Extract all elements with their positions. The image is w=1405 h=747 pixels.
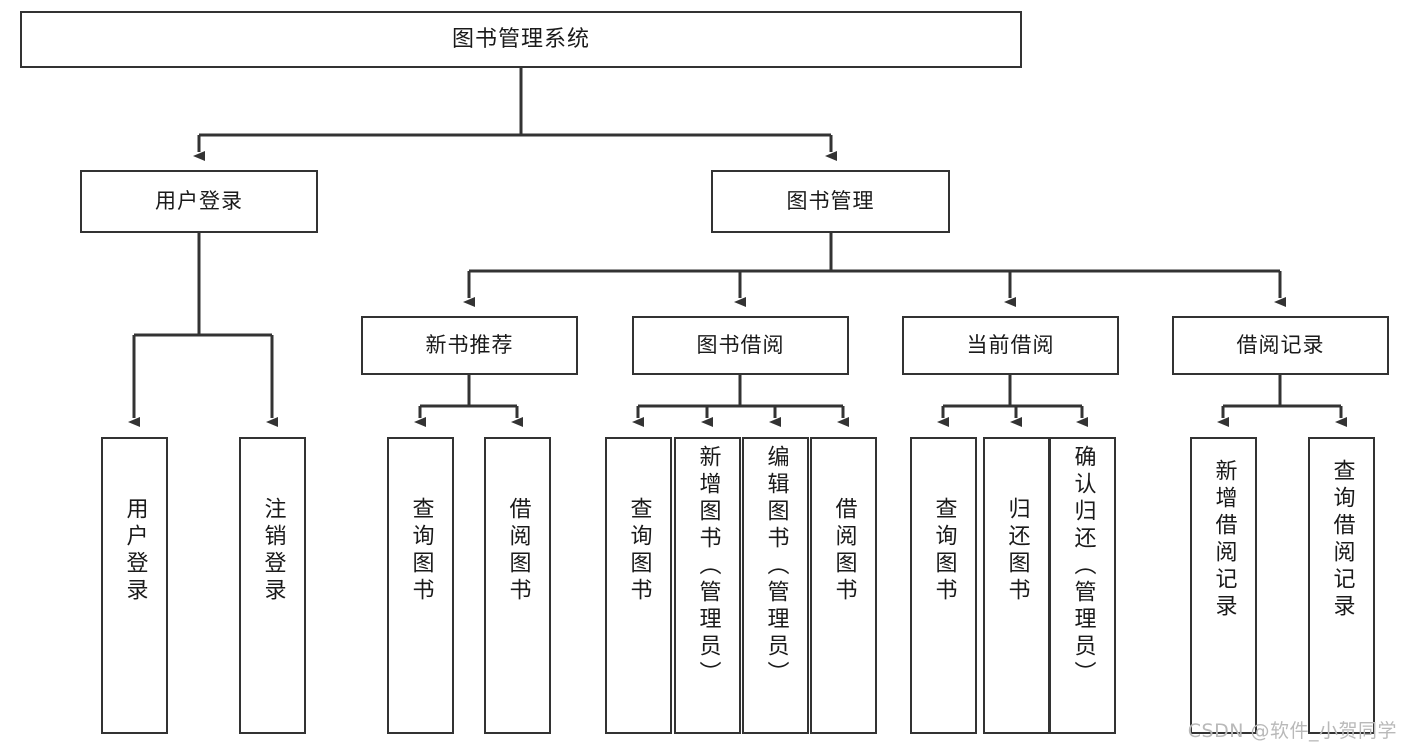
leaf-add-book-admin[interactable]: 新增图书（管理员） [674,437,741,734]
leaf-label: 归还图书 [1004,497,1030,605]
node-user-login[interactable]: 用户登录 [80,170,318,233]
node-label: 当前借阅 [966,333,1055,358]
leaf-label: 查询借阅记录 [1329,459,1355,621]
leaf-edit-book-admin[interactable]: 编辑图书（管理员） [742,437,809,734]
leaf-borrow-book[interactable]: 借阅图书 [810,437,877,734]
leaf-label: 确认归还（管理员） [1070,445,1096,688]
leaf-add-borrow-record[interactable]: 新增借阅记录 [1190,437,1257,734]
node-borrow-record[interactable]: 借阅记录 [1172,316,1389,375]
node-label: 图书管理系统 [451,26,590,52]
leaf-label: 用户登录 [122,497,148,605]
leaf-query-book-borrow[interactable]: 查询图书 [605,437,672,734]
node-label: 借阅记录 [1236,333,1325,358]
leaf-label: 新增图书（管理员） [695,445,721,688]
leaf-user-logout[interactable]: 注销登录 [239,437,306,734]
leaf-label: 借阅图书 [505,497,531,605]
leaf-user-login[interactable]: 用户登录 [101,437,168,734]
node-label: 图书管理 [786,189,875,214]
node-new-book-recommend[interactable]: 新书推荐 [361,316,578,375]
leaf-label: 编辑图书（管理员） [763,445,789,688]
leaf-label: 查询图书 [626,497,652,605]
leaf-label: 查询图书 [408,497,434,605]
leaf-return-book[interactable]: 归还图书 [983,437,1050,734]
leaf-label: 新增借阅记录 [1211,459,1237,621]
leaf-label: 查询图书 [931,497,957,605]
node-root-system[interactable]: 图书管理系统 [20,11,1022,68]
node-label: 图书借阅 [696,333,785,358]
leaf-borrow-book-recommend[interactable]: 借阅图书 [484,437,551,734]
leaf-query-book-recommend[interactable]: 查询图书 [387,437,454,734]
node-book-borrow[interactable]: 图书借阅 [632,316,849,375]
leaf-query-book-current[interactable]: 查询图书 [910,437,977,734]
leaf-confirm-return-admin[interactable]: 确认归还（管理员） [1049,437,1116,734]
csdn-watermark: CSDN @软件_小贺同学 [1187,720,1397,742]
node-current-borrow[interactable]: 当前借阅 [902,316,1119,375]
node-label: 新书推荐 [425,333,514,358]
leaf-label: 注销登录 [260,497,286,605]
leaf-query-borrow-record[interactable]: 查询借阅记录 [1308,437,1375,734]
leaf-label: 借阅图书 [831,497,857,605]
node-label: 用户登录 [155,189,243,214]
node-book-management[interactable]: 图书管理 [711,170,950,233]
